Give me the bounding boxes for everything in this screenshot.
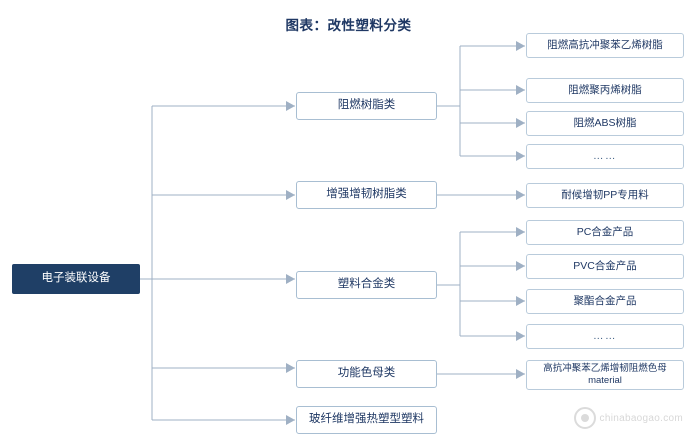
node-flame-retardant-hips[interactable]: 阻燃高抗冲聚苯乙烯树脂 — [526, 33, 684, 58]
watermark-text: chinabaogao.com — [599, 412, 683, 424]
node-hips-toughened-flame-retardant-masterbatch[interactable]: 高抗冲聚苯乙烯增韧阻燃色母material — [526, 360, 684, 390]
node-polyester-alloy[interactable]: 聚酯合金产品 — [526, 289, 684, 314]
page-title: 图表：改性塑料分类 — [285, 18, 412, 33]
node-reinforced-toughened-resins[interactable]: 增强增韧树脂类 — [296, 181, 437, 209]
node-root[interactable]: 电子装联设备 — [12, 264, 140, 294]
watermark: chinabaogao.com — [573, 407, 683, 429]
node-weather-resistant-pp[interactable]: 耐候增韧PP专用料 — [526, 183, 684, 208]
watermark-logo-icon — [573, 407, 596, 429]
node-plastic-alloys[interactable]: 塑料合金类 — [296, 271, 437, 299]
node-flame-retardant-more[interactable]: …… — [526, 144, 684, 169]
node-pc-alloy[interactable]: PC合金产品 — [526, 220, 684, 245]
node-flame-retardant-pp[interactable]: 阻燃聚丙烯树脂 — [526, 78, 684, 103]
node-glass-fiber-reinforced-thermoplastics[interactable]: 玻纤维增强热塑型塑料 — [296, 406, 437, 434]
node-pvc-alloy[interactable]: PVC合金产品 — [526, 254, 684, 279]
node-flame-retardant-abs[interactable]: 阻燃ABS树脂 — [526, 111, 684, 136]
node-alloy-more[interactable]: …… — [526, 324, 684, 349]
node-flame-retardant-resins[interactable]: 阻燃树脂类 — [296, 92, 437, 120]
node-functional-masterbatch[interactable]: 功能色母类 — [296, 360, 437, 388]
